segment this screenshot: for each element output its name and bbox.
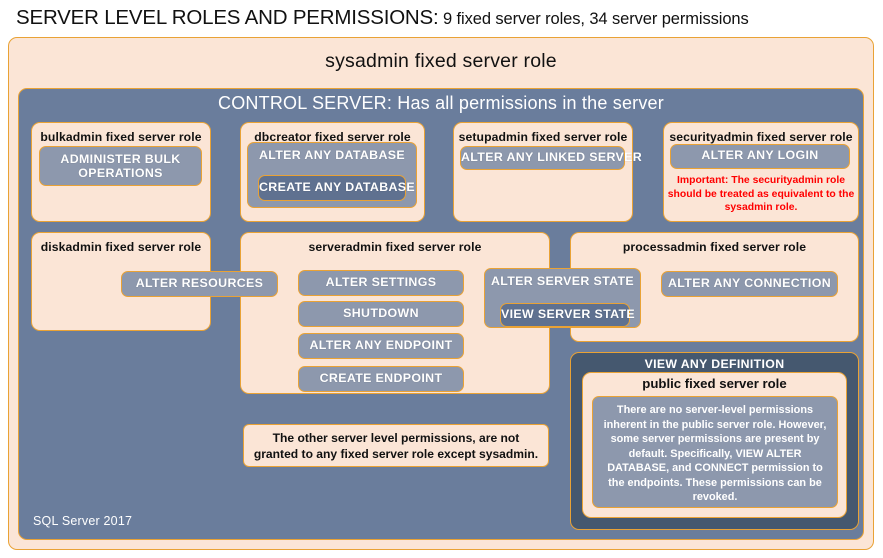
role-title-diskadmin: diskadmin fixed server role <box>40 240 202 254</box>
permission-label: ALTER ANY DATABASE <box>258 148 406 162</box>
role-title-processadmin: processadmin fixed server role <box>622 240 807 254</box>
permission-alter-any-login: ALTER ANY LOGIN <box>670 144 850 169</box>
public-role-note-text: There are no server-level permissions in… <box>603 404 827 503</box>
permission-create-endpoint: CREATE ENDPOINT <box>298 366 464 392</box>
role-card-diskadmin: diskadmin fixed server role <box>31 232 211 331</box>
page-title-sub: 9 fixed server roles, 34 server permissi… <box>438 10 749 28</box>
role-card-setupadmin: setupadmin fixed server role <box>453 122 633 222</box>
public-role-note-box <box>592 396 838 508</box>
permission-label: ALTER RESOURCES <box>135 276 264 290</box>
permission-label: ALTER ANY ENDPOINT <box>309 338 453 352</box>
sql-version-label: SQL Server 2017 <box>33 514 133 528</box>
permission-alter-settings: ALTER SETTINGS <box>298 270 464 296</box>
role-card-securityadmin: securityadmin fixed server role <box>663 122 859 222</box>
permission-alter-any-linked-server: ALTER ANY LINKED SERVER <box>460 146 643 170</box>
permission-label: ALTER ANY CONNECTION <box>667 276 832 290</box>
permission-create-any-database: CREATE ANY DATABASE <box>258 175 416 201</box>
permission-label: CREATE ANY DATABASE <box>259 180 416 194</box>
role-title-bulkadmin: bulkadmin fixed server role <box>40 130 202 144</box>
role-title-public: public fixed server role <box>642 376 787 391</box>
permission-label: VIEW SERVER STATE <box>501 307 636 321</box>
other-permissions-note-box <box>243 424 549 467</box>
permission-administer-bulk-operations: ADMINISTER BULK OPERATIONS <box>39 146 202 186</box>
permission-view-any-definition-label: VIEW ANY DEFINITION <box>644 357 785 371</box>
role-title-serveradmin: serveradmin fixed server role <box>308 240 482 254</box>
other-permissions-note-text: The other server level permissions, are … <box>253 431 539 461</box>
page-title: SERVER LEVEL ROLES AND PERMISSIONS: 9 fi… <box>16 6 876 34</box>
permission-label: ALTER ANY LINKED SERVER <box>461 150 643 164</box>
role-title-setupadmin: setupadmin fixed server role <box>458 130 628 144</box>
securityadmin-warning-note: Important: The securityadmin role should… <box>667 175 855 214</box>
permission-label: ADMINISTER BULK OPERATIONS <box>60 152 181 181</box>
role-title-dbcreator: dbcreator fixed server role <box>254 130 411 144</box>
permission-label: ALTER SETTINGS <box>325 275 437 289</box>
permission-label: CREATE ENDPOINT <box>319 371 443 385</box>
page-title-main: SERVER LEVEL ROLES AND PERMISSIONS: <box>16 6 439 29</box>
permission-shutdown: SHUTDOWN <box>298 301 464 327</box>
role-title-securityadmin: securityadmin fixed server role <box>669 130 853 144</box>
permission-label: SHUTDOWN <box>343 306 419 320</box>
control-server-label: CONTROL SERVER: Has all permissions in t… <box>218 93 664 113</box>
permission-label: ALTER ANY LOGIN <box>701 148 819 162</box>
permission-alter-any-connection: ALTER ANY CONNECTION <box>661 271 838 297</box>
permission-view-server-state: VIEW SERVER STATE <box>500 303 636 327</box>
permission-label: ALTER SERVER STATE <box>490 274 635 288</box>
permission-alter-any-endpoint: ALTER ANY ENDPOINT <box>298 333 464 359</box>
sysadmin-role-label: sysadmin fixed server role <box>325 50 557 72</box>
permission-alter-resources: ALTER RESOURCES <box>121 271 278 297</box>
